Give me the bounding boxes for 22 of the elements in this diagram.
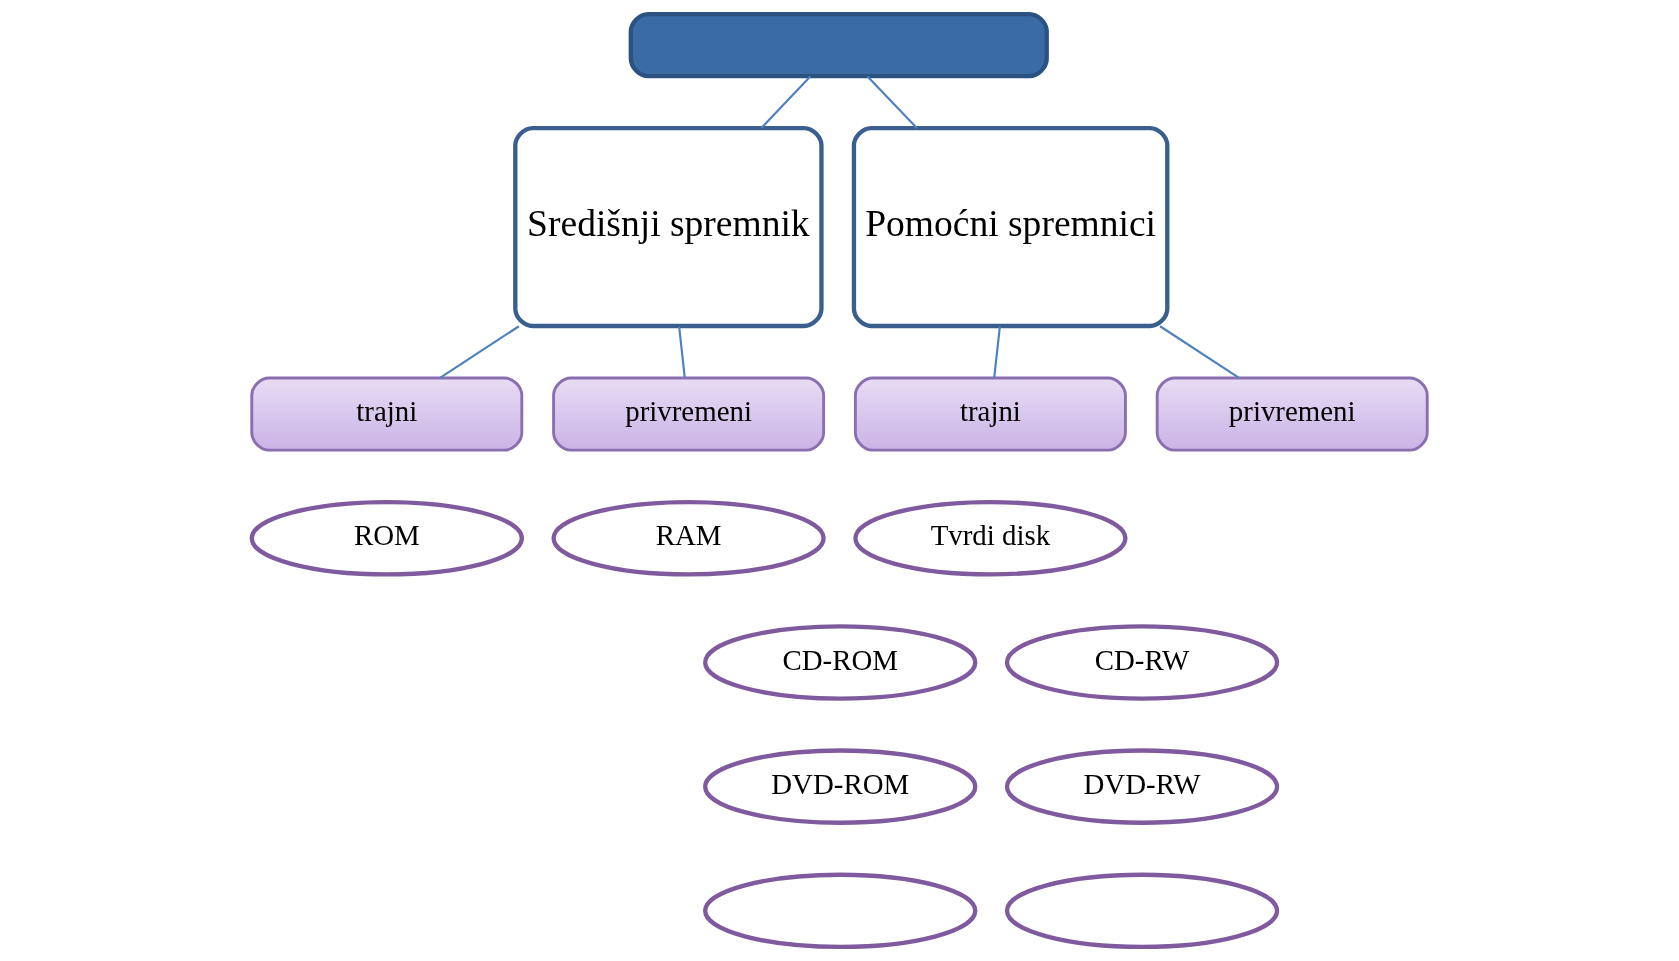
connector [439,325,520,379]
node-box: Pomoćni spremnici [851,126,1170,329]
node-ellipse: DVD-RW [1004,748,1280,825]
node-box: trajni [853,376,1127,452]
node-box [628,11,1049,79]
node-ellipse: Tvrdi disk [853,500,1128,577]
connector [993,326,1001,378]
node-ellipse: ROM [249,500,524,577]
connector [866,75,918,129]
node-oval [1004,872,1280,950]
node-box: privremeni [1155,376,1429,452]
connector [678,326,686,378]
connector [1159,325,1240,379]
node-ellipse: DVD-ROM [703,748,978,825]
node-ellipse: RAM [551,500,826,577]
node-box: Središnji spremnik [513,126,824,329]
node-box: privremeni [552,376,826,452]
connector [760,75,812,129]
node-box: trajni [250,376,524,452]
node-oval [703,872,978,950]
node-ellipse: CD-RW [1004,624,1280,701]
node-ellipse: CD-ROM [703,624,978,701]
